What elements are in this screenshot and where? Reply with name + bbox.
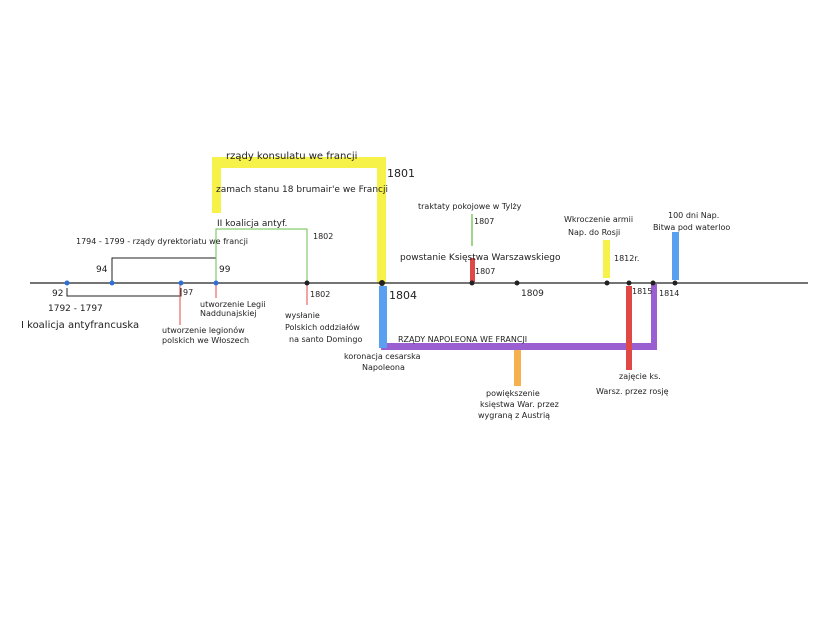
napoleon-rule-bar bbox=[381, 343, 657, 350]
dot-1814 bbox=[650, 280, 656, 286]
duchy-bar bbox=[470, 258, 475, 282]
dot-1812 bbox=[604, 280, 610, 286]
napoleon-rule-label: RZĄDY NAPOLEONA WE FRANCJI bbox=[398, 335, 527, 344]
coalition2-bracket bbox=[215, 228, 308, 283]
coalition1-bracket bbox=[66, 288, 182, 297]
hundred-days-label: 100 dni Nap. Bitwa pod waterloo bbox=[653, 211, 730, 232]
dot-99 bbox=[213, 280, 219, 286]
dot-1815 bbox=[626, 280, 632, 286]
year-1801-label: 1801 bbox=[387, 167, 415, 180]
dot-1807 bbox=[469, 280, 475, 286]
consulate-label: rządy konsulatu we francji bbox=[226, 151, 357, 162]
enlargement-label: powiększenie księstwa War. przez wygraną… bbox=[478, 389, 561, 420]
invasion-label: Wkroczenie armii Nap. do Rosji bbox=[564, 215, 636, 237]
coronation-bar bbox=[379, 286, 387, 348]
year-1804-label: 1804 bbox=[389, 289, 417, 302]
year-1809-label: 1809 bbox=[521, 289, 544, 299]
dot-1802 bbox=[304, 280, 310, 286]
capture-bar bbox=[626, 286, 632, 370]
tilsit-label: traktaty pokojowe w Tylży bbox=[418, 202, 522, 211]
coalition1-label: I koalicja antyfrancuska bbox=[21, 320, 139, 331]
coalition2-label: II koalicja antyf. bbox=[217, 219, 287, 229]
napoleon-rule-bar-end bbox=[651, 284, 657, 350]
enlargement-bar bbox=[514, 350, 521, 386]
tick-99-label: 99 bbox=[219, 265, 231, 275]
coronation-label: koronacja cesarska Napoleona bbox=[344, 352, 423, 372]
invasion-bar bbox=[603, 240, 610, 278]
capture-label: zajęcie ks. Warsz. przez rosję bbox=[596, 372, 669, 396]
year-1812-label: 1812r. bbox=[614, 254, 639, 263]
directory-label: 1794 - 1799 - rządy dyrektoriatu we fran… bbox=[76, 237, 248, 246]
tick-92-label: 92 bbox=[52, 289, 63, 299]
dot-94 bbox=[109, 280, 115, 286]
year-1802-top-label: 1802 bbox=[313, 232, 333, 241]
tick-94-label: 94 bbox=[96, 265, 108, 275]
legion-danube-label: utworzenie Legii Naddunajskiej bbox=[200, 300, 268, 318]
year-1807-axis-label: 1807 bbox=[475, 267, 495, 276]
labels: rządy konsulatu we francji 1801 zamach s… bbox=[21, 151, 730, 420]
consulate-bar-left bbox=[212, 157, 221, 213]
brackets bbox=[66, 228, 308, 325]
coalition1-years-label: 1792 - 1797 bbox=[48, 304, 103, 314]
year-1807-top-label: 1807 bbox=[474, 217, 494, 226]
coup-label: zamach stanu 18 brumair'e we Francji bbox=[216, 185, 388, 195]
santo-domingo-label: wysłanie Polskich oddziałów na santo Dom… bbox=[285, 311, 362, 344]
dot-1809 bbox=[514, 280, 520, 286]
dot-1804 bbox=[379, 280, 385, 286]
dot-97 bbox=[178, 280, 184, 286]
dot-waterloo bbox=[672, 280, 678, 286]
highlighter-bars bbox=[212, 157, 679, 386]
year-1802-axis-label: 1802 bbox=[310, 290, 330, 299]
duchy-label: powstanie Księstwa Warszawskiego bbox=[400, 253, 561, 263]
event-dots bbox=[64, 280, 678, 286]
tick-97-label: 97 bbox=[183, 288, 193, 297]
consulate-bar-right bbox=[377, 157, 386, 284]
directory-bracket bbox=[111, 257, 217, 283]
year-1815-label: 1815 bbox=[632, 287, 652, 296]
legions-italy-label: utworzenie legionów polskich we Włoszech bbox=[162, 325, 249, 345]
consulate-bar-top bbox=[214, 157, 386, 168]
dot-92 bbox=[64, 280, 70, 286]
year-1814-label: 1814 bbox=[659, 289, 679, 298]
waterloo-bar bbox=[672, 232, 679, 280]
